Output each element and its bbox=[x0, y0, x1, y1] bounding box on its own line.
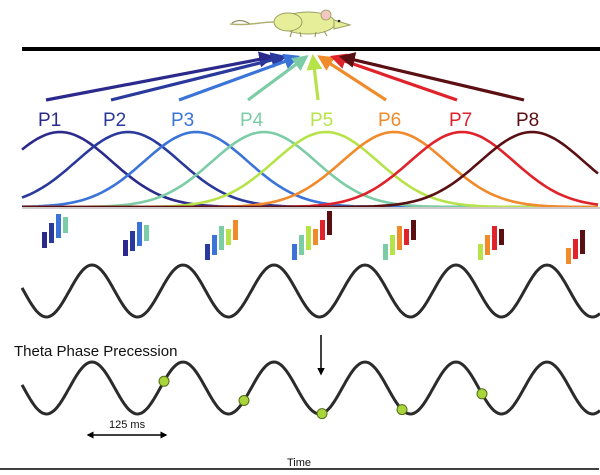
spike-bar bbox=[313, 229, 318, 245]
spike-bar bbox=[404, 229, 409, 245]
field-curve-p2 bbox=[21, 130, 598, 209]
place-cell-labels: P1 P2 P3 P4 P5 P6 P7 P8 bbox=[38, 110, 539, 131]
spike-bar bbox=[137, 222, 142, 246]
field-curve-p1 bbox=[21, 130, 598, 209]
field-curve-p6 bbox=[22, 130, 598, 209]
spike-bar bbox=[390, 235, 395, 255]
convergence-arrows bbox=[45, 51, 525, 102]
spike-bar bbox=[219, 226, 224, 250]
phase-markers bbox=[158, 375, 488, 420]
label-p7: P7 bbox=[449, 110, 472, 131]
spike-bar bbox=[56, 214, 61, 238]
field-curve-p5 bbox=[22, 130, 598, 209]
spike-bar bbox=[144, 225, 149, 241]
spike-bar bbox=[573, 239, 578, 259]
spike-bar bbox=[292, 244, 297, 260]
spike-bar bbox=[499, 229, 504, 245]
spike-bar bbox=[233, 220, 238, 240]
spike-bar bbox=[205, 244, 210, 260]
period-label: 125 ms bbox=[109, 419, 146, 431]
field-curve-p4 bbox=[22, 130, 598, 209]
phase-dot bbox=[476, 388, 488, 400]
label-p5: P5 bbox=[310, 110, 333, 131]
spike-bar bbox=[411, 220, 416, 240]
spike-bar bbox=[49, 223, 54, 243]
spike-bar bbox=[397, 226, 402, 250]
label-p2: P2 bbox=[103, 110, 126, 131]
spike-bar bbox=[130, 231, 135, 251]
rat-icon bbox=[229, 9, 352, 38]
spike-bar bbox=[42, 232, 47, 248]
place-field-curves bbox=[21, 130, 600, 209]
arrow-p4 bbox=[247, 55, 309, 102]
spike-bar bbox=[383, 244, 388, 260]
field-curve-p8 bbox=[22, 130, 599, 209]
arrow-p2 bbox=[110, 52, 288, 102]
spike-bar bbox=[485, 235, 490, 255]
label-p1: P1 bbox=[38, 110, 61, 131]
section-title: Theta Phase Precession bbox=[14, 343, 177, 360]
phase-dot bbox=[158, 375, 170, 387]
phase-dot bbox=[238, 395, 250, 406]
phase-dot bbox=[316, 408, 328, 420]
spike-bar bbox=[212, 235, 217, 255]
spike-bar bbox=[566, 248, 571, 264]
arrow-p8 bbox=[338, 52, 525, 102]
arrow-p3 bbox=[178, 53, 301, 102]
theta-oscillation-wave bbox=[20, 263, 600, 319]
field-curve-p3 bbox=[21, 130, 598, 209]
spike-sequences bbox=[42, 211, 585, 264]
spike-bar bbox=[580, 230, 585, 254]
arrow-p1 bbox=[45, 51, 276, 102]
spike-bar bbox=[299, 235, 304, 255]
spike-bar bbox=[320, 220, 325, 240]
label-p3: P3 bbox=[171, 110, 194, 131]
spike-bar bbox=[492, 226, 497, 250]
spike-bar bbox=[226, 229, 231, 245]
spike-bar bbox=[306, 226, 311, 250]
spike-bar bbox=[478, 244, 483, 260]
theta-phase-precession-wave bbox=[20, 360, 600, 416]
spike-bar bbox=[63, 217, 68, 233]
spike-bar bbox=[123, 240, 128, 256]
time-axis-label: Time bbox=[287, 457, 311, 469]
spike-bar bbox=[327, 211, 332, 235]
label-p8: P8 bbox=[516, 110, 539, 131]
label-p6: P6 bbox=[378, 110, 401, 131]
field-curve-p7 bbox=[22, 130, 599, 209]
arrow-p5 bbox=[306, 53, 323, 101]
label-p4: P4 bbox=[240, 110, 264, 131]
phase-dot bbox=[396, 404, 408, 416]
